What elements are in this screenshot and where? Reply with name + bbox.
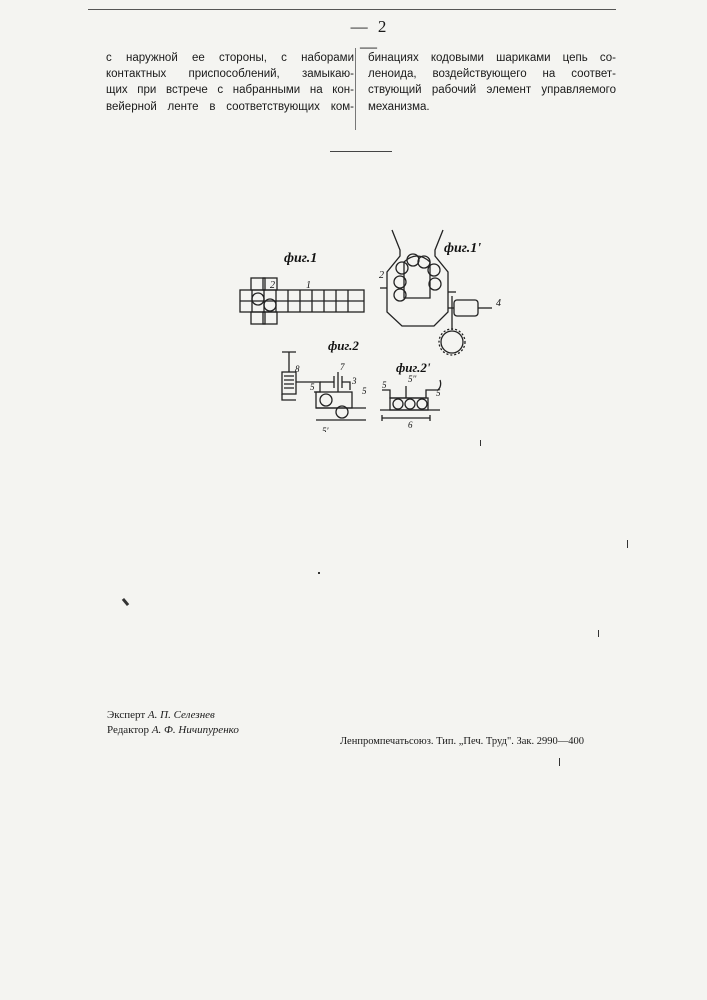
fig2prime-label: фиг.2' [396, 360, 431, 375]
top-rule [88, 9, 616, 10]
credits: Эксперт А. П. Селезнев Редактор А. Ф. Ни… [107, 708, 239, 738]
scan-speck [627, 540, 628, 548]
left-line-1: с наружной ее стороны, с наборами [106, 50, 354, 66]
fig2-ref-3: 3 [351, 376, 357, 386]
fig2-ref-5prime: 5' [322, 426, 330, 432]
fig2prime-ref-5: 5 [382, 380, 387, 390]
right-line-2: леноида, воздействующего на соответ- [368, 66, 616, 82]
fig1prime-ref-2: 2 [379, 270, 384, 281]
editor-line: Редактор А. Ф. Ничипуренко [107, 723, 239, 738]
printer-imprint: Ленпромпечатьсоюз. Тип. „Печ. Труд". Зак… [340, 736, 584, 747]
right-column: бинациях кодовыми шариками цепь со- лено… [368, 50, 616, 115]
scan-speck [598, 630, 599, 637]
fig1prime-label: фиг.1' [444, 241, 481, 256]
fig2-ref-7: 7 [340, 362, 345, 372]
left-column: с наружной ее стороны, с наборами контак… [106, 50, 354, 115]
editor-name: А. Ф. Ничипуренко [152, 724, 239, 736]
fig2-ref-8: 8 [295, 364, 300, 374]
editor-label: Редактор [107, 724, 149, 736]
scan-speck [318, 572, 320, 574]
fig2prime-ref-5b: 5 [436, 388, 441, 398]
scan-speck [122, 598, 129, 606]
right-line-4: механизма. [368, 99, 616, 115]
fig1-ref-1: 1 [306, 280, 311, 291]
fig1prime-ref-4: 4 [496, 298, 501, 309]
fig2prime-ref-5dbl: 5'' [408, 374, 417, 384]
patent-drawings: фиг.1 фиг.1' фиг.2 фиг.2' 2 1 2 4 8 7 5 … [230, 222, 520, 432]
scan-speck [480, 440, 481, 446]
expert-label: Эксперт [107, 709, 145, 721]
right-line-1: бинациях кодовыми шариками цепь со- [368, 50, 616, 66]
fig1-label: фиг.1 [284, 251, 317, 266]
fig2-label: фиг.2 [328, 338, 359, 353]
fig1-ref-2: 2 [270, 280, 275, 291]
fig2-ref-5: 5 [310, 382, 315, 392]
expert-line: Эксперт А. П. Селезнев [107, 708, 239, 723]
left-line-4: вейерной ленте в соответствующих ком- [106, 99, 354, 115]
fig2-drawing [282, 352, 366, 420]
right-line-3: ствующий рабочий элемент управляемого [368, 82, 616, 98]
scan-speck [559, 758, 560, 766]
expert-name: А. П. Селезнев [148, 709, 215, 721]
fig2-ref-5b: 5 [362, 386, 367, 396]
column-divider [355, 48, 356, 130]
fig2prime-drawing [380, 380, 441, 421]
left-line-3: щих при встрече с набранными на кон- [106, 82, 354, 98]
fig2prime-ref-6: 6 [408, 420, 413, 430]
fig1-drawing [240, 278, 364, 324]
left-line-2: контактных приспособлений, замыкаю- [106, 66, 354, 82]
end-rule [330, 151, 392, 152]
